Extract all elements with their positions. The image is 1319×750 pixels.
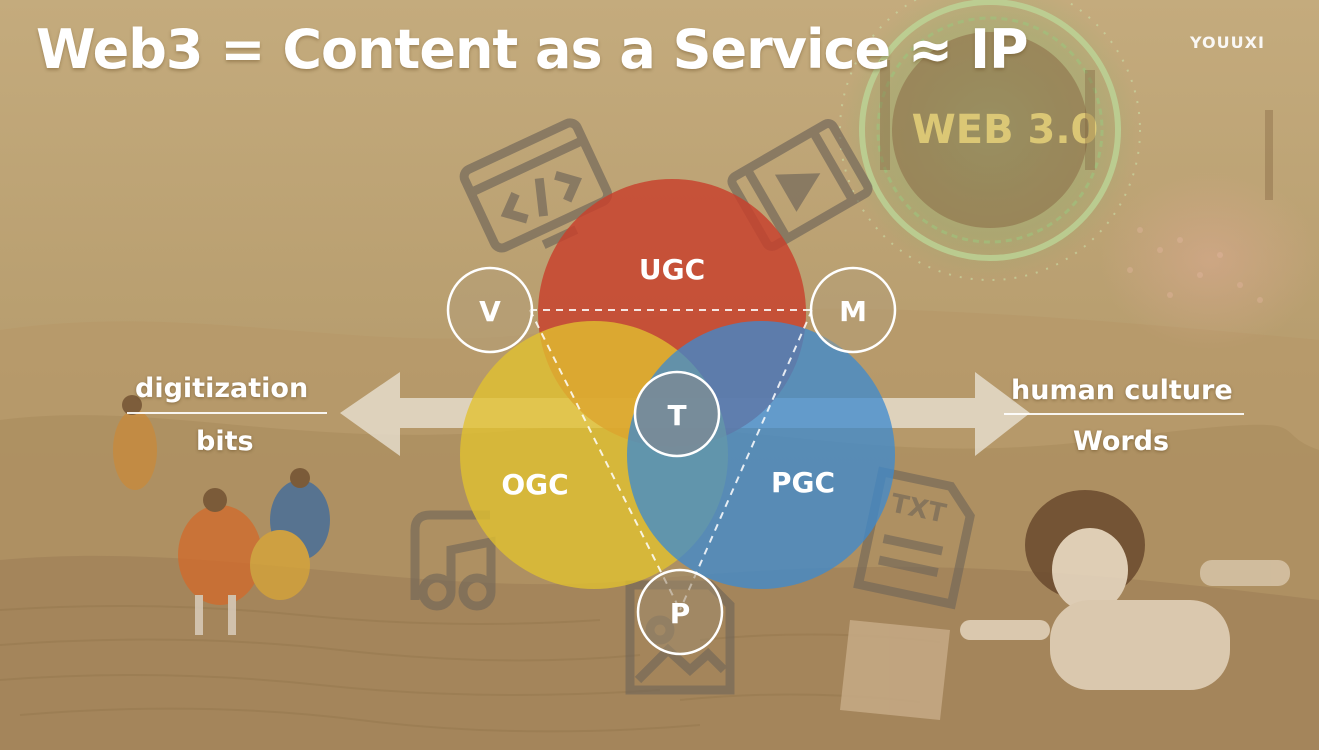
- left-label-bottom: bits: [196, 426, 254, 457]
- label-pgc: PGC: [771, 466, 835, 499]
- right-label-bottom: Words: [1073, 426, 1170, 457]
- node-p: P: [636, 568, 724, 656]
- right-label-top: human culture: [1011, 375, 1233, 406]
- node-t-label: T: [667, 399, 686, 432]
- right-divider: [1004, 413, 1244, 415]
- page-title: Web3 = Content as a Service ≈ IP: [36, 18, 1029, 81]
- node-m: M: [809, 266, 897, 354]
- web3-banner-text: WEB 3.0: [912, 107, 1099, 153]
- label-ugc: UGC: [639, 253, 705, 286]
- node-v: V: [446, 266, 534, 354]
- label-ogc: OGC: [501, 468, 568, 501]
- node-t: T: [633, 370, 721, 458]
- left-label-top: digitization: [135, 373, 309, 404]
- svg-text:TXT: TXT: [888, 489, 949, 530]
- left-divider: [127, 412, 327, 414]
- node-p-label: P: [670, 597, 691, 630]
- node-m-label: M: [839, 295, 867, 328]
- node-v-label: V: [479, 295, 501, 328]
- brand-logo: YOUUXI: [1190, 33, 1265, 52]
- code-monitor-icon: [459, 118, 613, 253]
- music-file-icon: [410, 510, 496, 611]
